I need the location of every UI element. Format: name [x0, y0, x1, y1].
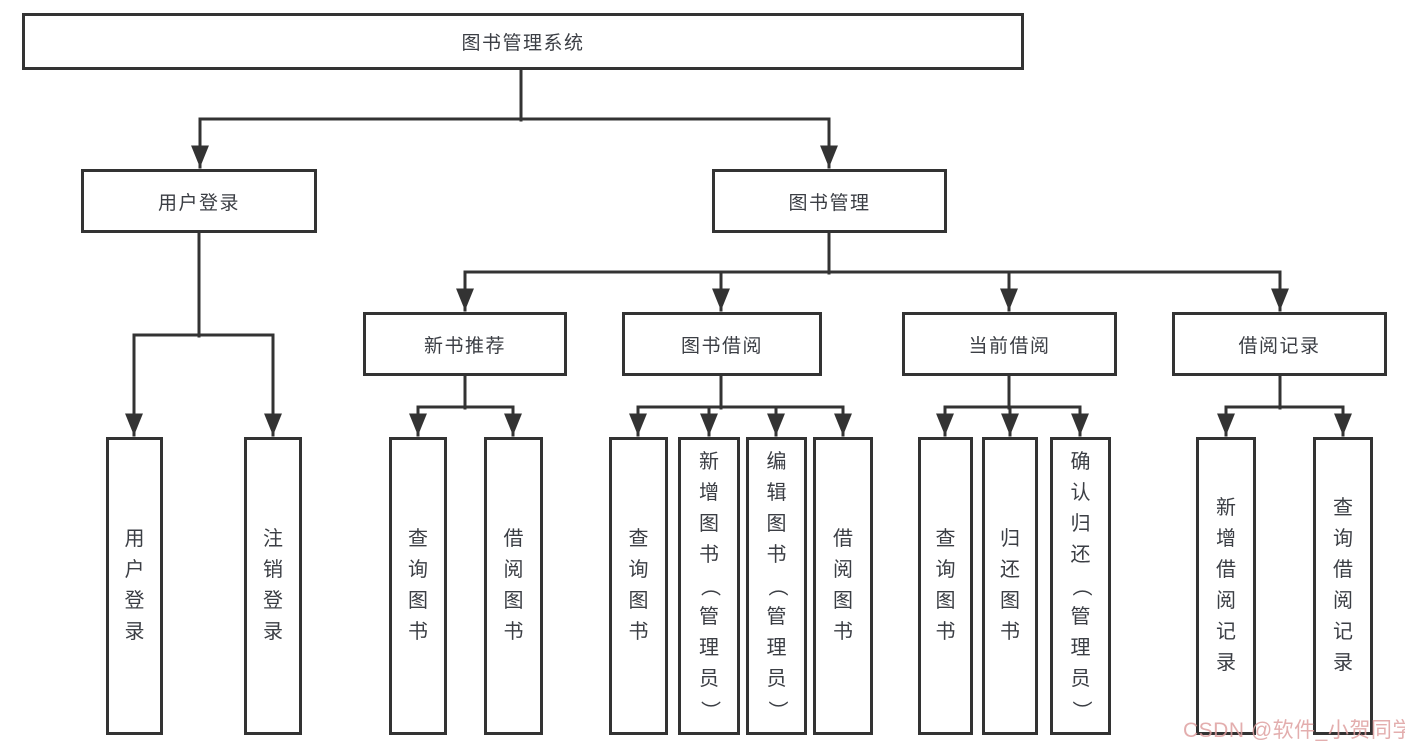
leaf-recommend-borrow-books: 借阅图书 — [484, 437, 543, 735]
leaf-user-login: 用户登录 — [106, 437, 163, 735]
node-current-borrow: 当前借阅 — [902, 312, 1117, 376]
leaf-current-confirm-return-admin: 确认归还（管理员） — [1050, 437, 1111, 735]
leaf-recommend-query-books: 查询图书 — [389, 437, 447, 735]
leaf-borrow-edit-books-admin: 编辑图书（管理员） — [746, 437, 807, 735]
node-borrow-records: 借阅记录 — [1172, 312, 1387, 376]
leaf-records-add-borrow-record: 新增借阅记录 — [1196, 437, 1256, 735]
leaf-logout: 注销登录 — [244, 437, 302, 735]
node-book-management: 图书管理 — [712, 169, 947, 233]
leaf-records-query-borrow-record: 查询借阅记录 — [1313, 437, 1373, 735]
leaf-borrow-borrow-books: 借阅图书 — [813, 437, 873, 735]
csdn-watermark: CSDN @软件_小贺同学 — [1183, 719, 1405, 742]
leaf-borrow-query-books: 查询图书 — [609, 437, 668, 735]
leaf-current-query-books: 查询图书 — [918, 437, 973, 735]
node-user-login: 用户登录 — [81, 169, 317, 233]
leaf-borrow-add-books-admin: 新增图书（管理员） — [678, 437, 740, 735]
node-book-borrow: 图书借阅 — [622, 312, 822, 376]
node-new-book-recommend: 新书推荐 — [363, 312, 567, 376]
leaf-current-return-books: 归还图书 — [982, 437, 1038, 735]
node-root-system: 图书管理系统 — [22, 13, 1024, 70]
